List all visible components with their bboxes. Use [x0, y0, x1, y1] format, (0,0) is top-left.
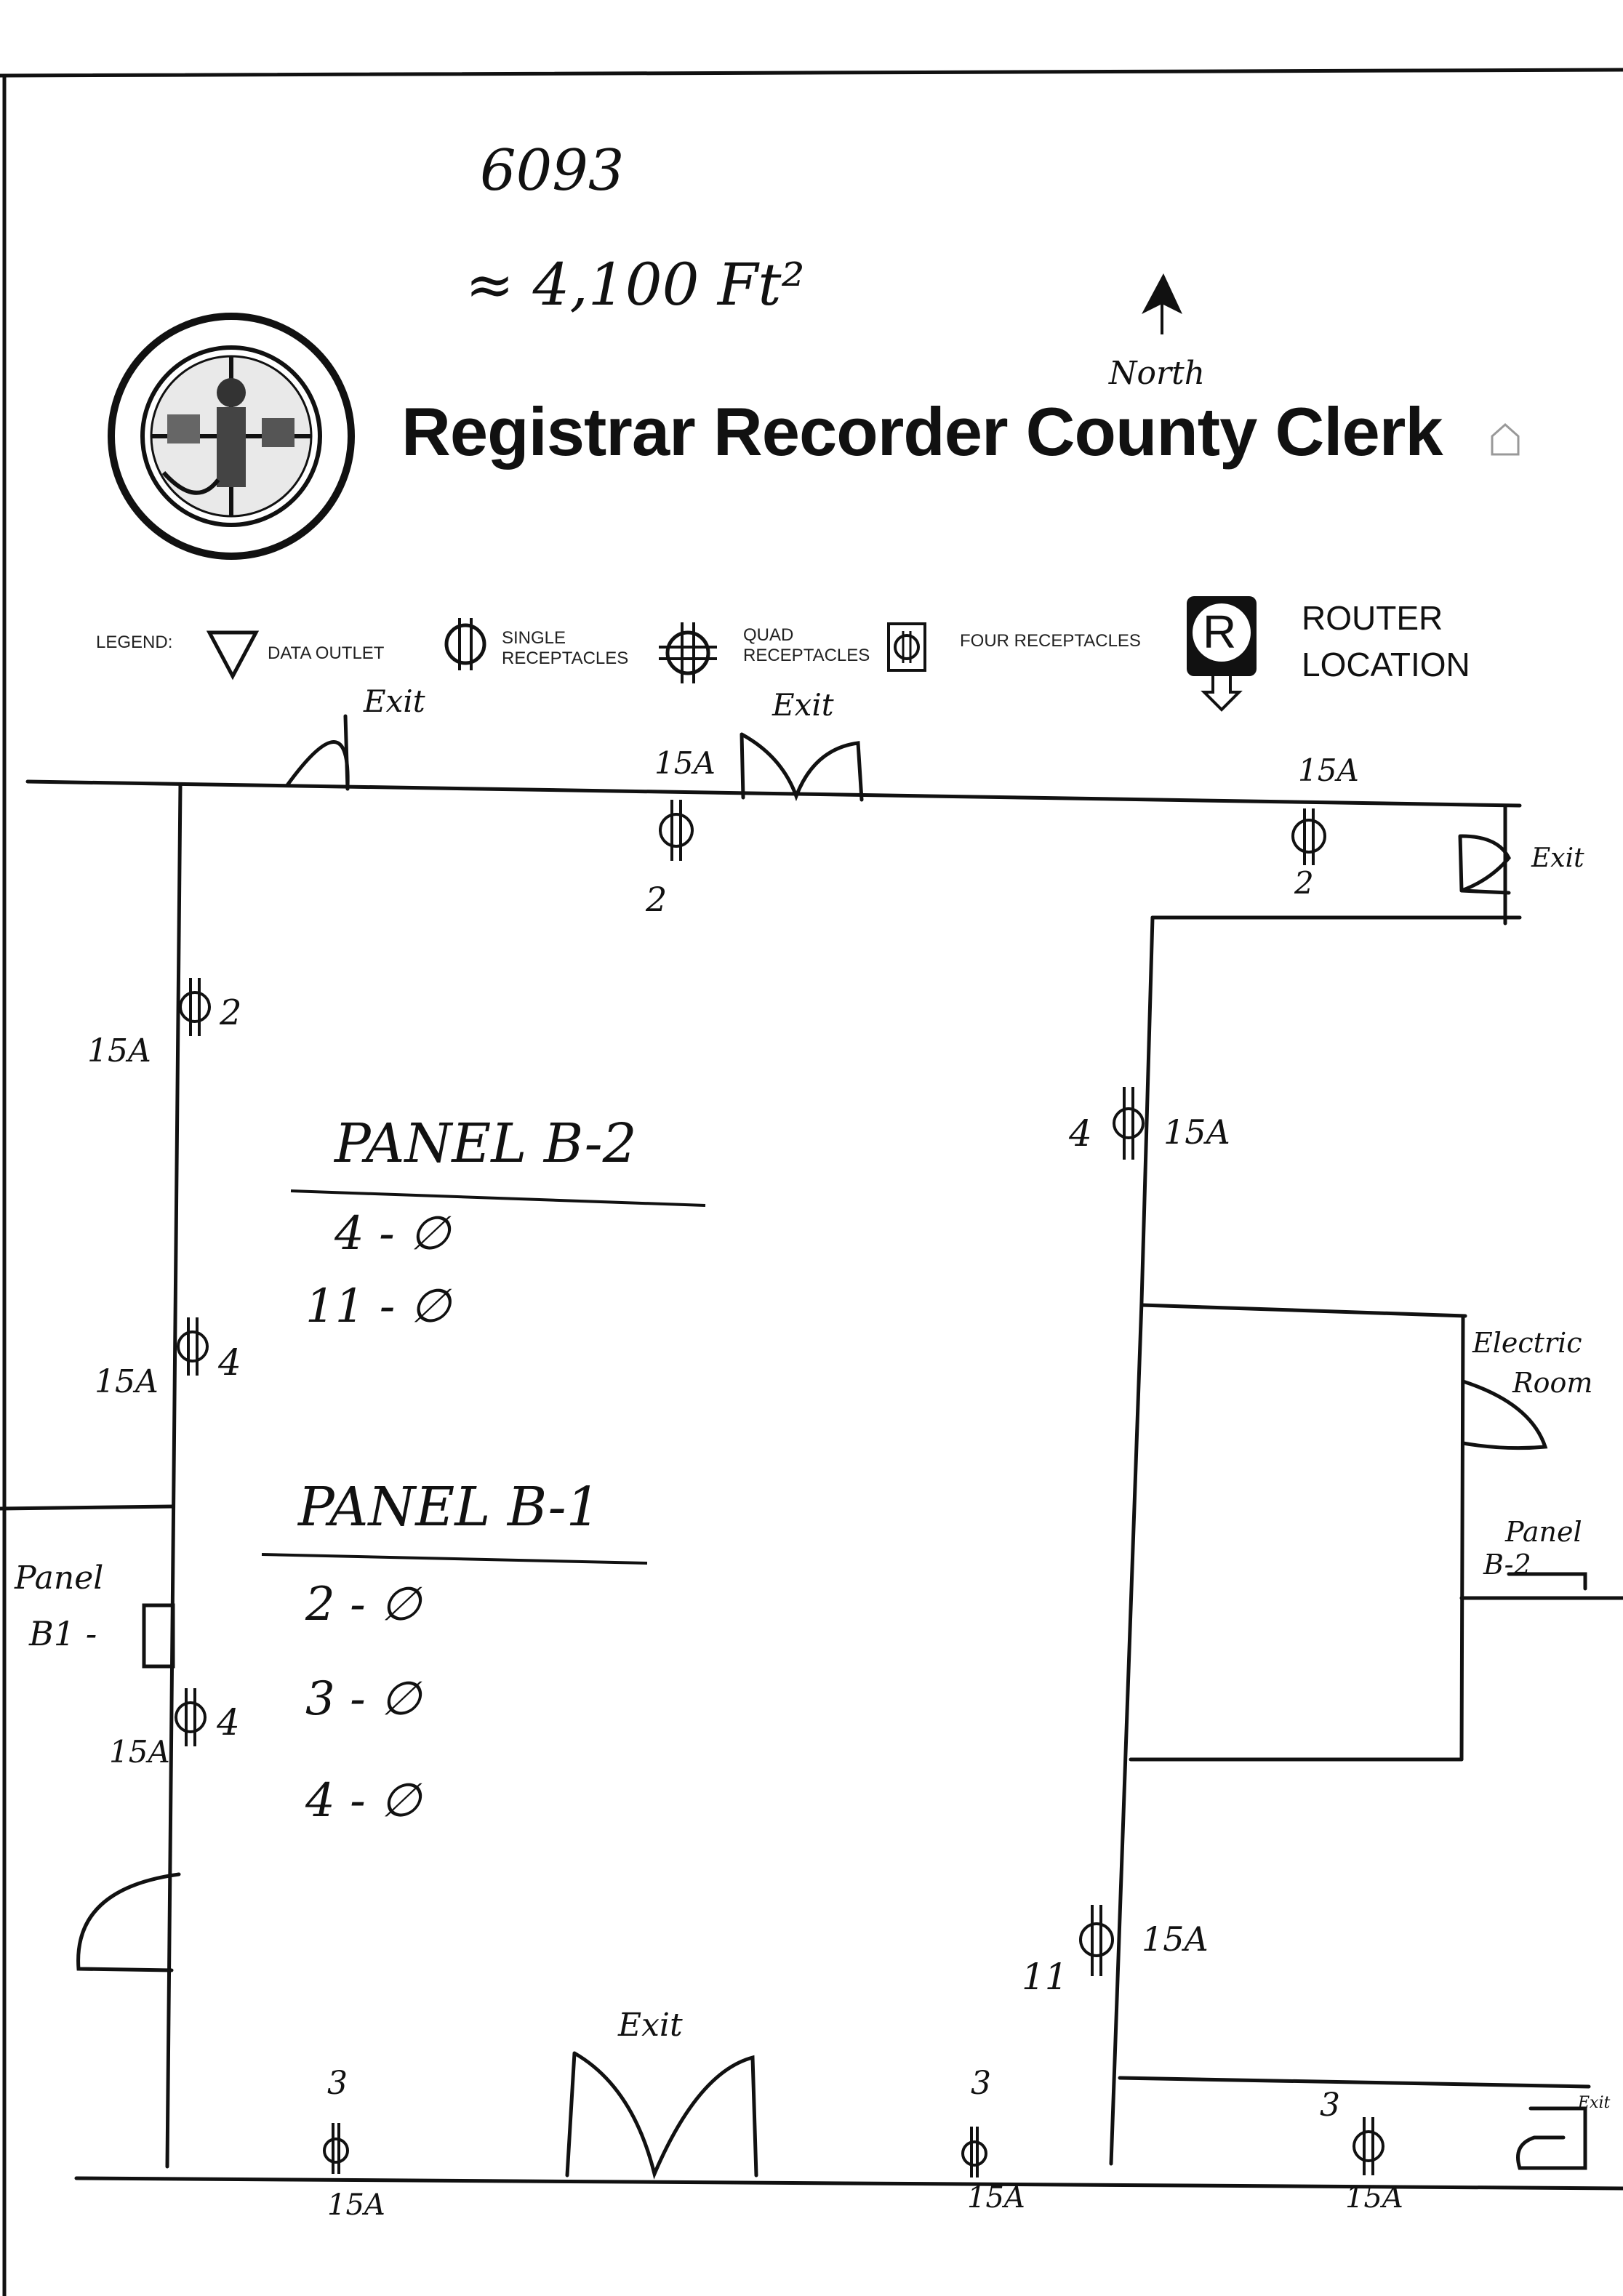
receptacle-inner-lower: [1079, 1905, 1114, 1976]
electric-room-label-2: Room: [1512, 1367, 1593, 1399]
amps-top-center: 15A: [654, 745, 716, 781]
four-receptacle-icon: [887, 622, 926, 672]
count-bottom-right: 3: [1320, 2087, 1340, 2124]
panel-b1-line-3: 4 - ∅: [305, 1774, 421, 1828]
legend-single: SINGLE RECEPTACLES: [502, 628, 629, 668]
exit-right-top: Exit: [1531, 843, 1584, 873]
exit-bottom: Exit: [618, 2007, 683, 2044]
legend-four: FOUR RECEPTACLES: [960, 631, 1141, 651]
count-inner-lower: 11: [1022, 1956, 1068, 1998]
panel-b2-label-2: B-2: [1483, 1549, 1531, 1581]
count-inner-upper: 4: [1069, 1112, 1092, 1155]
panel-b1-line-1: 2 - ∅: [305, 1578, 421, 1631]
receptacle-bottom-right: [1352, 2117, 1384, 2175]
count-left-lower: 4: [217, 1701, 240, 1743]
legend-router: ROUTER LOCATION: [1302, 599, 1470, 683]
legend-quad: QUAD RECEPTACLES: [743, 625, 870, 665]
panel-b1-label-2: B1 -: [29, 1614, 97, 1653]
receptacle-bottom-left: [323, 2123, 349, 2174]
panel-b1-line-2: 3 - ∅: [305, 1672, 421, 1726]
north-label: North: [1109, 355, 1206, 392]
quad-receptacle-icon: [665, 630, 710, 675]
receptacle-bottom-center: [961, 2127, 987, 2177]
amps-bottom-center: 15A: [967, 2181, 1025, 2215]
receptacle-top-center: [659, 800, 694, 861]
count-left-middle: 4: [218, 1341, 241, 1384]
exit-top-center: Exit: [772, 687, 834, 723]
amps-left-upper: 15A: [87, 1032, 151, 1069]
receptacle-top-right: [1291, 808, 1326, 865]
panel-b1-label-1: Panel: [15, 1560, 104, 1597]
receptacle-left-upper: [179, 978, 211, 1036]
data-outlet-icon: [206, 630, 260, 681]
legend-label: LEGEND:: [96, 633, 173, 652]
count-bottom-center: 3: [971, 2065, 991, 2102]
receptacle-left-middle: [177, 1317, 209, 1376]
receptacle-left-lower: [175, 1688, 207, 1746]
legend-data-outlet: DATA OUTLET: [268, 643, 385, 663]
count-bottom-left: 3: [327, 2065, 348, 2102]
area-note: ≈ 4,100 Ft²: [465, 251, 805, 318]
amps-left-middle: 15A: [95, 1363, 159, 1400]
amps-bottom-left: 15A: [327, 2188, 385, 2222]
electric-room-label-1: Electric: [1472, 1327, 1582, 1359]
amps-inner-upper: 15A: [1163, 1112, 1230, 1152]
receptacle-inner-upper: [1113, 1087, 1145, 1160]
page-title: Registrar Recorder County Clerk: [401, 393, 1443, 470]
exit-bottom-right: Exit: [1578, 2094, 1611, 2112]
panel-b2-title: PANEL B-2: [334, 1112, 637, 1175]
panel-b2-line-2: 11 - ∅: [305, 1280, 451, 1333]
count-top-center: 2: [646, 880, 668, 919]
panel-b2-label-1: Panel: [1505, 1516, 1582, 1548]
panel-b2-line-1: 4 - ∅: [334, 1207, 450, 1261]
amps-bottom-right: 15A: [1345, 2181, 1403, 2215]
job-number: 6093: [480, 138, 625, 204]
amps-inner-lower: 15A: [1142, 1919, 1209, 1959]
router-glyph: R: [1203, 606, 1237, 658]
amps-left-lower: 15A: [109, 1734, 170, 1770]
amps-top-right: 15A: [1298, 752, 1359, 788]
count-top-right: 2: [1294, 865, 1314, 901]
single-receptacle-icon: [444, 623, 486, 665]
count-left-upper: 2: [220, 992, 242, 1033]
exit-top-left: Exit: [364, 683, 425, 719]
panel-b1-title: PANEL B-1: [298, 1476, 601, 1538]
